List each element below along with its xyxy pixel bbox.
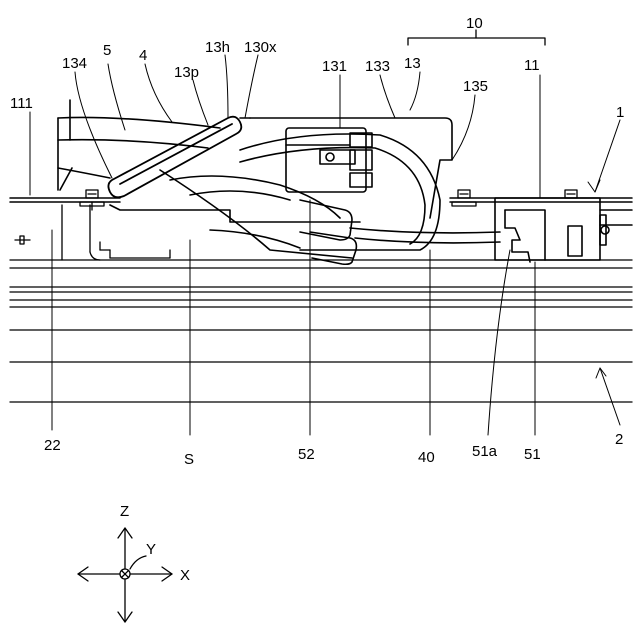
label-2: 2 bbox=[615, 431, 623, 448]
component-51 bbox=[495, 198, 609, 262]
label-135: 135 bbox=[463, 78, 488, 95]
label-130x: 130x bbox=[244, 39, 277, 56]
label-51: 51 bbox=[524, 446, 541, 463]
bolt-left bbox=[80, 190, 104, 210]
label-1: 1 bbox=[616, 104, 624, 121]
label-13: 13 bbox=[404, 55, 421, 72]
plug-lower bbox=[300, 200, 356, 264]
leader-lines bbox=[30, 55, 620, 435]
reference-labels: 10 111 134 5 4 13p 13h 130x 131 133 13 1… bbox=[10, 15, 624, 468]
axis-label-y: Y bbox=[146, 541, 156, 558]
bolt-right bbox=[565, 190, 577, 198]
label-131: 131 bbox=[322, 58, 347, 75]
label-52: 52 bbox=[298, 446, 315, 463]
label-13p: 13p bbox=[174, 64, 199, 81]
label-111: 111 bbox=[10, 95, 33, 112]
label-22: 22 bbox=[44, 437, 61, 454]
axis-indicator: Z Y X bbox=[78, 503, 190, 622]
label-13h: 13h bbox=[205, 39, 230, 56]
label-51a: 51a bbox=[472, 443, 498, 460]
label-133: 133 bbox=[365, 58, 390, 75]
label-5: 5 bbox=[103, 42, 111, 59]
label-11: 11 bbox=[524, 57, 540, 74]
axis-label-z: Z bbox=[120, 503, 129, 520]
label-10: 10 bbox=[466, 15, 483, 32]
bracket-22 bbox=[15, 205, 170, 260]
axis-label-x: X bbox=[180, 567, 190, 584]
label-134: 134 bbox=[62, 55, 87, 72]
grommet-13p bbox=[108, 117, 241, 198]
label-S: S bbox=[184, 451, 194, 468]
bracket-10 bbox=[408, 30, 545, 45]
frame-rails bbox=[10, 260, 632, 402]
label-40: 40 bbox=[418, 449, 435, 466]
label-4: 4 bbox=[139, 47, 147, 64]
